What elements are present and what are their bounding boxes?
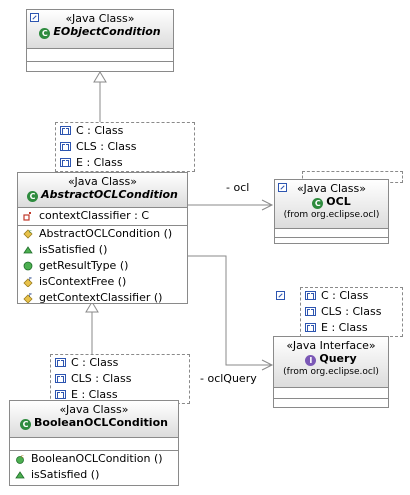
- class-icon: C: [39, 28, 51, 39]
- final-method-icon: F: [23, 277, 33, 287]
- template-param-icon: [305, 307, 316, 316]
- package-label: (from org.eclipse.ocl): [283, 367, 379, 377]
- template-params-abstractoclcondition: C : Class CLS : Class E : Class: [55, 122, 195, 172]
- attributes-section: [274, 388, 388, 399]
- template-param-icon: [55, 390, 66, 399]
- template-param-icon: [55, 374, 66, 383]
- template-params-query: C : Class CLS : Class E : Class: [300, 287, 403, 337]
- attributes-section: [27, 49, 173, 62]
- association-arrow-head: [261, 359, 274, 371]
- template-param: CLS : Class: [71, 372, 132, 385]
- operations-section: [27, 62, 173, 73]
- template-param: C : Class: [71, 356, 119, 369]
- stereotype-label: «Java Class»: [65, 12, 135, 25]
- operation-row[interactable]: c AbstractOCLCondition (): [18, 226, 187, 242]
- template-param-icon: [60, 142, 71, 151]
- association-label-ocl: - ocl: [226, 181, 250, 194]
- svg-text:c: c: [21, 454, 24, 460]
- private-field-icon: [23, 212, 31, 221]
- class-name: BooleanOCLCondition: [34, 416, 168, 429]
- svg-text:F: F: [29, 293, 32, 299]
- operation-row[interactable]: isSatisfied (): [18, 242, 187, 258]
- operations-section: [274, 399, 388, 409]
- operation-row[interactable]: F isContextFree (): [18, 274, 187, 290]
- stereotype-label: «Java Interface»: [286, 339, 376, 352]
- template-param: C : Class: [321, 289, 369, 302]
- package-label: (from org.eclipse.ocl): [283, 210, 380, 220]
- interface-name: Query: [319, 352, 357, 365]
- operation-row[interactable]: c BooleanOCLCondition (): [10, 451, 178, 467]
- template-param: E : Class: [321, 321, 368, 334]
- template-param-icon: [60, 126, 71, 135]
- interface-icon: I: [305, 355, 317, 366]
- overriding-method-icon: [15, 471, 25, 479]
- template-param-icon: [55, 358, 66, 367]
- association-arrow-head: [261, 199, 274, 211]
- constructor-icon: c: [16, 454, 24, 464]
- template-param: E : Class: [71, 388, 118, 401]
- operation-label: getResultType (): [39, 259, 129, 272]
- operation-row[interactable]: getResultType (): [18, 258, 187, 274]
- java-element-icon: [30, 13, 39, 22]
- generalization-arrow-head: [85, 301, 99, 313]
- operation-row[interactable]: F getContextClassifier (): [18, 290, 187, 306]
- operation-row[interactable]: isSatisfied (): [10, 467, 178, 483]
- operations-section: [275, 238, 388, 245]
- final-method-icon: F: [23, 293, 33, 303]
- association-label-ocl-query: - oclQuery: [200, 372, 257, 385]
- public-method-icon: [23, 261, 33, 271]
- operation-label: isSatisfied (): [31, 468, 100, 481]
- attribute-row[interactable]: contextClassifier : C: [18, 208, 187, 224]
- class-name: EObjectCondition: [53, 25, 161, 38]
- class-icon: C: [312, 198, 324, 209]
- operation-label: getContextClassifier (): [39, 291, 163, 304]
- operation-label: AbstractOCLCondition (): [39, 227, 173, 240]
- template-params-booleanoclcondition: C : Class CLS : Class E : Class: [50, 354, 190, 404]
- template-param: E : Class: [76, 156, 123, 169]
- template-param-icon: [305, 291, 316, 300]
- attribute-label: contextClassifier : C: [39, 209, 150, 222]
- operations-section: c AbstractOCLCondition () isSatisfied ()…: [18, 226, 187, 306]
- svg-text:c: c: [29, 229, 32, 235]
- operation-label: BooleanOCLCondition (): [31, 452, 163, 465]
- abstract-method-icon: [23, 246, 33, 254]
- stereotype-label: «Java Class»: [68, 175, 137, 188]
- template-param: CLS : Class: [321, 305, 382, 318]
- constructor-icon: c: [23, 229, 33, 239]
- template-param: CLS : Class: [76, 140, 137, 153]
- template-param-icon: [60, 158, 71, 167]
- java-element-icon: [276, 291, 285, 300]
- generalization-arrow-head: [93, 71, 107, 83]
- attributes-section: [275, 229, 388, 238]
- template-param-icon: [305, 323, 316, 332]
- class-icon: C: [20, 419, 32, 430]
- operations-section: c BooleanOCLCondition () isSatisfied (): [10, 451, 178, 487]
- java-element-icon: [278, 183, 287, 192]
- class-icon: C: [27, 191, 39, 202]
- operation-label: isSatisfied (): [39, 243, 108, 256]
- class-name: AbstractOCLCondition: [41, 188, 178, 201]
- stereotype-label: «Java Class»: [59, 403, 129, 416]
- template-param: C : Class: [76, 124, 124, 137]
- class-name: OCL: [326, 195, 351, 208]
- attributes-section: contextClassifier : C: [18, 208, 187, 226]
- association-line-ocl-query: [188, 255, 272, 366]
- attributes-section: [10, 438, 178, 451]
- stereotype-label: «Java Class»: [297, 182, 366, 195]
- operation-label: isContextFree (): [39, 275, 127, 288]
- svg-text:F: F: [29, 277, 32, 283]
